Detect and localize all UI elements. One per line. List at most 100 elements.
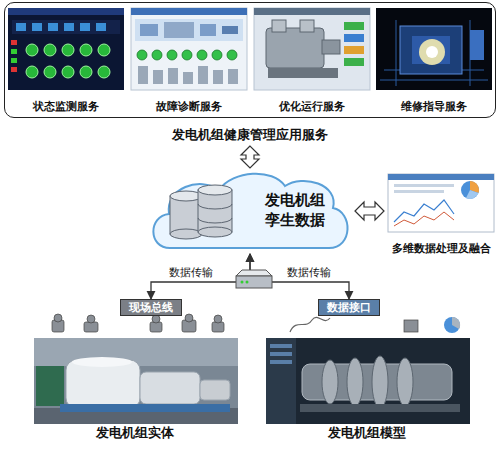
data-processing-screenshot [388, 174, 494, 180]
model-data-icons [404, 320, 418, 332]
optimization-screenshot [344, 34, 364, 42]
monitoring-screenshot [8, 8, 124, 90]
gateway-router [236, 276, 272, 288]
diagnosis-screenshot [138, 66, 238, 84]
generator-photo [60, 404, 230, 412]
node-text: 数据接口 [319, 300, 379, 315]
sensor-icons [214, 315, 222, 323]
optimization-screenshot [254, 8, 370, 15]
data-processing-screenshot [466, 190, 479, 199]
monitoring-screenshot [44, 66, 56, 78]
generator-model-render [300, 404, 460, 412]
optimization-screenshot [344, 22, 364, 30]
gateway-router [246, 281, 249, 284]
monitoring-screenshot [98, 44, 110, 56]
diagnosis-screenshot [138, 66, 148, 84]
cloud-node: 发电机组 孪生数据 [145, 168, 355, 254]
generator-photo [36, 366, 64, 406]
diagnosis-screenshot [131, 8, 247, 90]
diagnosis-screenshot [222, 26, 238, 34]
maintenance-screenshot [396, 20, 397, 86]
badge-box: 现场总线 [120, 299, 182, 316]
optimization-screenshot [300, 20, 314, 32]
optimization-screenshot [272, 20, 286, 32]
panel-box: 发电机组健康管理应用服务状态监测服务故障诊断服务优化运行服务维修指导服务 [4, 2, 496, 146]
connector-group [151, 146, 384, 299]
node-text: 状态监测服务 [6, 99, 126, 114]
panel-box: 多维数据处理及融合 [384, 170, 498, 258]
generator-model-render [347, 358, 363, 406]
model-data-icons [290, 317, 330, 332]
monitoring-screenshot [11, 67, 17, 72]
generator-model-render [397, 358, 413, 406]
data-processing-screenshot [394, 190, 444, 193]
generator-photo [34, 338, 238, 424]
node-text: 发电机组实体 [28, 424, 242, 442]
diagnosis-screenshot [137, 50, 147, 60]
monitoring-screenshot [16, 23, 26, 31]
optimization-screenshot [254, 8, 370, 90]
diagnosis-screenshot [228, 69, 238, 84]
generator-photo [72, 357, 132, 367]
sensor-icons [212, 322, 224, 332]
database-icon [170, 185, 232, 239]
generator-photo [66, 360, 140, 408]
node-text: 发电机组模型 [260, 424, 474, 442]
generator-model-render [266, 338, 296, 424]
panel-box: 发电机组实体 现场总线 [28, 296, 242, 444]
sensor-icons [152, 315, 160, 323]
generator-model-render [266, 338, 470, 424]
data-processing-screenshot [388, 174, 494, 232]
optimization-screenshot [268, 68, 338, 78]
monitoring-screenshot [32, 23, 42, 31]
data-processing-screenshot [394, 200, 454, 222]
diagnosis-screenshot [197, 50, 207, 60]
database-icon [198, 190, 232, 232]
maintenance-screenshot [400, 26, 462, 74]
sensor-icons [54, 314, 62, 322]
maintenance-screenshot [419, 39, 445, 65]
monitoring-screenshot [8, 8, 124, 90]
sensor-icons [84, 322, 98, 332]
panel-box: 状态监测服务 [6, 6, 126, 116]
badge-box: 数据接口 [318, 299, 380, 316]
node-text: 故障诊断服务 [129, 99, 249, 114]
diagnosis-screenshot [164, 22, 194, 38]
monitoring-screenshot [80, 44, 92, 56]
panel-box: 维修指导服务 [374, 6, 494, 116]
monitoring-screenshot [12, 20, 120, 34]
database-icon [170, 191, 202, 201]
panel-box: 优化运行服务 [252, 6, 372, 116]
double-block-arrow [355, 202, 384, 220]
model-data-icons [444, 317, 460, 333]
optimization-screenshot [322, 40, 340, 54]
diagnosis-screenshot [200, 24, 216, 36]
database-icon [170, 185, 232, 239]
generator-model-render [372, 356, 388, 408]
diagnosis-screenshot [131, 8, 247, 15]
node-text: 发电机组健康管理应用服务 [4, 126, 496, 144]
generator-model-render [270, 344, 292, 348]
generator-photo [34, 338, 238, 424]
diagnosis-screenshot [212, 50, 222, 60]
diagnosis-screenshot [140, 24, 158, 36]
monitoring-screenshot [11, 49, 17, 54]
data-link [250, 254, 349, 299]
monitoring-screenshot [80, 23, 90, 31]
generator-model-render [322, 360, 338, 404]
optimization-screenshot [266, 28, 324, 68]
diagnosis-screenshot [182, 50, 192, 60]
database-icon [170, 229, 202, 239]
sensor-icons [52, 314, 224, 332]
diagnosis-screenshot [198, 66, 208, 84]
data-link [151, 254, 250, 299]
edge-label: 数据传输 [287, 265, 331, 280]
monitoring-screenshot [26, 44, 38, 56]
monitoring-screenshot [80, 66, 92, 78]
diagnosis-screenshot [183, 72, 193, 84]
monitoring-screenshot [44, 44, 56, 56]
maintenance-screenshot [412, 36, 450, 64]
sensor-icons [185, 314, 193, 322]
node-text: 多维数据处理及融合 [384, 241, 498, 256]
